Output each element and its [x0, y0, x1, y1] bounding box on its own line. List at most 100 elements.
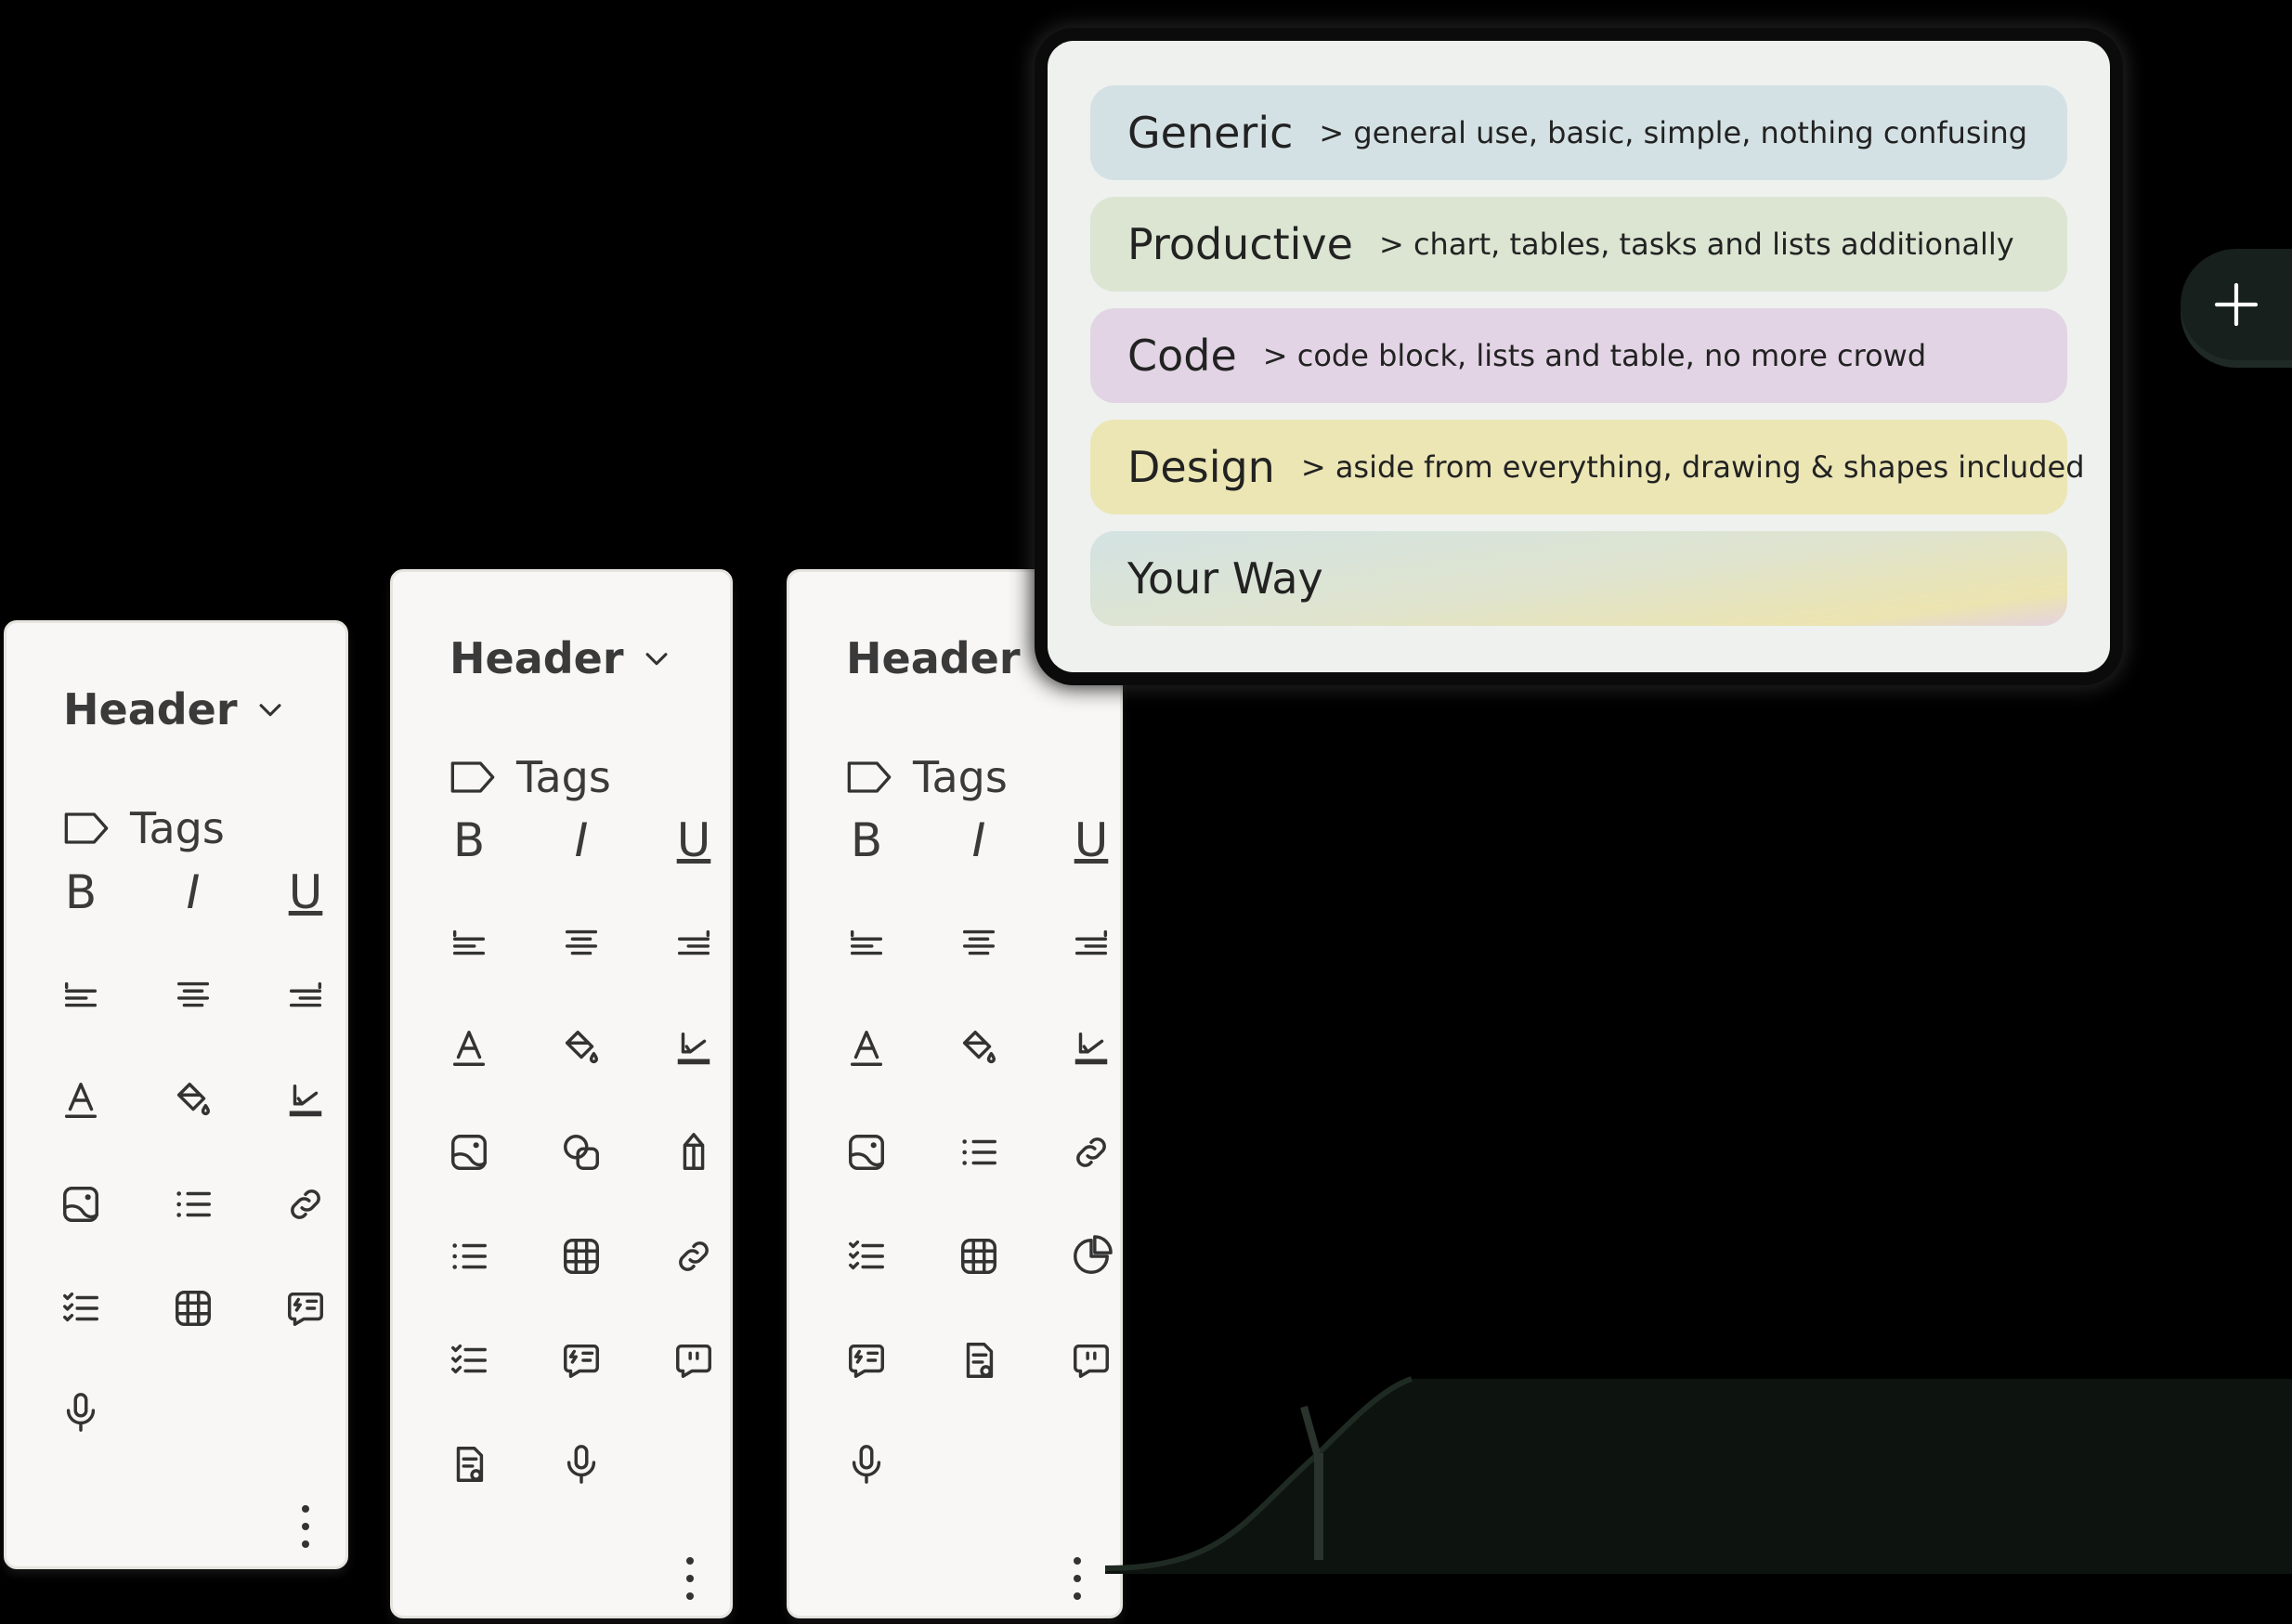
tag-icon [64, 812, 109, 844]
comment-icon[interactable] [666, 1332, 722, 1388]
fill-color-icon[interactable] [951, 1020, 1007, 1076]
link-icon[interactable] [278, 1176, 333, 1232]
image-icon[interactable] [441, 1124, 497, 1180]
tags-button[interactable]: Tags [449, 752, 611, 802]
highlighter-icon[interactable] [1063, 1020, 1119, 1076]
image-icon[interactable] [839, 1124, 894, 1180]
more-options-icon[interactable] [296, 1505, 315, 1548]
table-icon[interactable] [553, 1228, 609, 1284]
highlighter-icon[interactable] [278, 1072, 333, 1128]
bold-glyph: B [452, 813, 486, 867]
italic-glyph: I [186, 865, 201, 919]
header-dropdown-label: Header [63, 684, 238, 734]
italic-icon[interactable]: I [951, 812, 1007, 868]
mode-productive[interactable]: Productive > chart, tables, tasks and li… [1090, 197, 2067, 292]
header-dropdown[interactable]: Header [846, 633, 1069, 683]
bold-icon[interactable]: B [839, 812, 894, 868]
table-icon[interactable] [165, 1280, 221, 1336]
smart-text-icon[interactable] [278, 1280, 333, 1336]
italic-glyph: I [971, 813, 986, 867]
chevron-down-icon [259, 704, 281, 717]
fill-color-icon[interactable] [553, 1020, 609, 1076]
align-right-icon[interactable] [278, 968, 333, 1024]
plus-icon [2214, 282, 2259, 327]
header-dropdown[interactable]: Header [449, 633, 672, 683]
formatting-toolbar-generic: Header Tags B I U [4, 620, 348, 1569]
underline-glyph: U [288, 865, 323, 919]
mode-code[interactable]: Code > code block, lists and table, no m… [1090, 308, 2067, 403]
mode-name: Productive [1127, 219, 1353, 269]
link-icon[interactable] [666, 1228, 722, 1284]
bold-glyph: B [64, 865, 98, 919]
align-center-icon[interactable] [553, 916, 609, 972]
connector-line [1105, 1376, 2292, 1574]
highlighter-icon[interactable] [666, 1020, 722, 1076]
image-icon[interactable] [53, 1176, 109, 1232]
comment-icon[interactable] [1063, 1332, 1119, 1388]
bullet-list-icon[interactable] [441, 1228, 497, 1284]
header-dropdown[interactable]: Header [63, 684, 286, 734]
link-icon[interactable] [1063, 1124, 1119, 1180]
checklist-icon[interactable] [839, 1228, 894, 1284]
mode-your-way[interactable]: Your Way [1090, 531, 2067, 626]
underline-icon[interactable]: U [666, 812, 722, 868]
italic-glyph: I [574, 813, 589, 867]
bullet-list-icon[interactable] [951, 1124, 1007, 1180]
font-color-icon[interactable] [53, 1072, 109, 1128]
underline-glyph: U [1074, 813, 1109, 867]
note-icon[interactable] [441, 1436, 497, 1492]
tags-button[interactable]: Tags [846, 752, 1008, 802]
mode-name: Your Way [1127, 553, 1323, 604]
header-dropdown-label: Header [449, 633, 624, 683]
underline-icon[interactable]: U [278, 864, 333, 920]
checklist-icon[interactable] [441, 1332, 497, 1388]
font-color-icon[interactable] [441, 1020, 497, 1076]
tags-label: Tags [130, 803, 225, 853]
pie-chart-icon[interactable] [1063, 1228, 1119, 1284]
toolbar-mode-picker: Generic > general use, basic, simple, no… [1048, 41, 2110, 672]
microphone-icon[interactable] [553, 1436, 609, 1492]
microphone-icon[interactable] [839, 1436, 894, 1492]
pencil-icon[interactable] [666, 1124, 722, 1180]
add-button[interactable] [2181, 249, 2292, 360]
checklist-icon[interactable] [53, 1280, 109, 1336]
smart-text-icon[interactable] [553, 1332, 609, 1388]
tag-icon [847, 761, 892, 793]
more-options-icon[interactable] [1068, 1557, 1087, 1600]
underline-icon[interactable]: U [1063, 812, 1119, 868]
header-dropdown-label: Header [846, 633, 1021, 683]
underline-glyph: U [676, 813, 711, 867]
mode-description: > aside from everything, drawing & shape… [1300, 449, 2085, 485]
formatting-toolbar-design: Header Tags B I U [390, 569, 733, 1618]
bullet-list-icon[interactable] [165, 1176, 221, 1232]
bold-icon[interactable]: B [53, 864, 109, 920]
mode-design[interactable]: Design > aside from everything, drawing … [1090, 420, 2085, 514]
bold-icon[interactable]: B [441, 812, 497, 868]
tag-icon [450, 761, 495, 793]
microphone-icon[interactable] [53, 1384, 109, 1440]
smart-text-icon[interactable] [839, 1332, 894, 1388]
mode-name: Generic [1127, 108, 1294, 158]
note-icon[interactable] [951, 1332, 1007, 1388]
font-color-icon[interactable] [839, 1020, 894, 1076]
italic-icon[interactable]: I [165, 864, 221, 920]
align-right-icon[interactable] [666, 916, 722, 972]
mode-description: > general use, basic, simple, nothing co… [1319, 115, 2028, 150]
align-center-icon[interactable] [951, 916, 1007, 972]
tags-label: Tags [913, 752, 1008, 802]
align-right-icon[interactable] [1063, 916, 1119, 972]
italic-icon[interactable]: I [553, 812, 609, 868]
tags-button[interactable]: Tags [63, 803, 225, 853]
shapes-icon[interactable] [553, 1124, 609, 1180]
more-options-icon[interactable] [681, 1557, 699, 1600]
mode-generic[interactable]: Generic > general use, basic, simple, no… [1090, 85, 2067, 180]
table-icon[interactable] [951, 1228, 1007, 1284]
align-left-icon[interactable] [839, 916, 894, 972]
align-left-icon[interactable] [53, 968, 109, 1024]
fill-color-icon[interactable] [165, 1072, 221, 1128]
align-left-icon[interactable] [441, 916, 497, 972]
align-center-icon[interactable] [165, 968, 221, 1024]
